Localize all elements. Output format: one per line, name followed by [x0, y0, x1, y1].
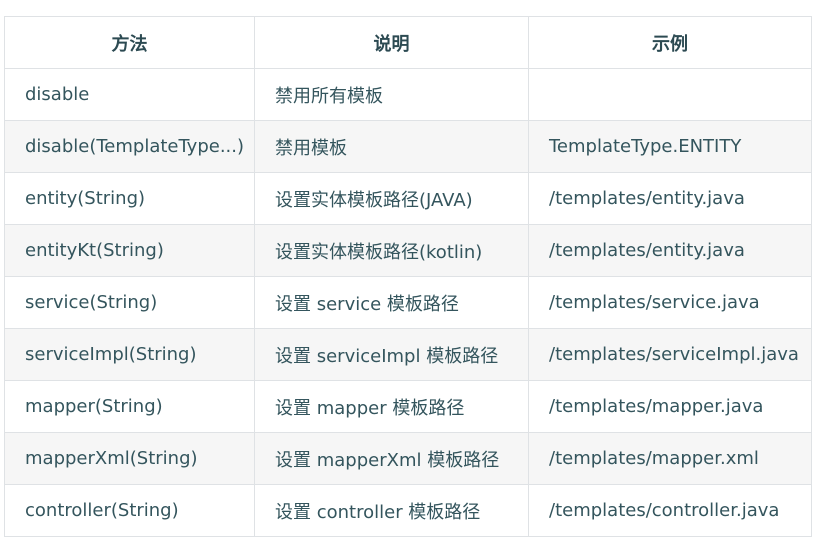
- cell-example: /templates/serviceImpl.java: [528, 328, 812, 381]
- table-header: 方法 说明 示例: [4, 16, 812, 69]
- cell-method: mapperXml(String): [4, 432, 255, 485]
- cell-example: /templates/controller.java: [528, 484, 812, 537]
- cell-method: disable(TemplateType...): [4, 120, 255, 173]
- cell-method: service(String): [4, 276, 255, 329]
- cell-description: 设置 service 模板路径: [254, 276, 529, 329]
- table-row: entityKt(String) 设置实体模板路径(kotlin) /templ…: [4, 224, 812, 277]
- table-row: controller(String) 设置 controller 模板路径 /t…: [4, 484, 812, 537]
- cell-description: 设置 controller 模板路径: [254, 484, 529, 537]
- table-row: disable(TemplateType...) 禁用模板 TemplateTy…: [4, 120, 812, 173]
- cell-method: disable: [4, 68, 255, 121]
- template-config-table: 方法 说明 示例 disable 禁用所有模板 disable(Template…: [4, 16, 812, 537]
- table-row: service(String) 设置 service 模板路径 /templat…: [4, 276, 812, 329]
- cell-example: /templates/mapper.xml: [528, 432, 812, 485]
- cell-method: entityKt(String): [4, 224, 255, 277]
- cell-example: /templates/entity.java: [528, 224, 812, 277]
- cell-example: /templates/mapper.java: [528, 380, 812, 433]
- cell-description: 设置 serviceImpl 模板路径: [254, 328, 529, 381]
- cell-method: mapper(String): [4, 380, 255, 433]
- cell-description: 设置 mapperXml 模板路径: [254, 432, 529, 485]
- header-description: 说明: [254, 16, 529, 69]
- cell-description: 禁用模板: [254, 120, 529, 173]
- cell-description: 设置实体模板路径(JAVA): [254, 172, 529, 225]
- cell-description: 禁用所有模板: [254, 68, 529, 121]
- cell-example: /templates/service.java: [528, 276, 812, 329]
- header-example: 示例: [528, 16, 812, 69]
- cell-method: serviceImpl(String): [4, 328, 255, 381]
- cell-method: controller(String): [4, 484, 255, 537]
- cell-description: 设置实体模板路径(kotlin): [254, 224, 529, 277]
- table-row: serviceImpl(String) 设置 serviceImpl 模板路径 …: [4, 328, 812, 381]
- table-header-row: 方法 说明 示例: [4, 16, 812, 69]
- table-row: entity(String) 设置实体模板路径(JAVA) /templates…: [4, 172, 812, 225]
- table-row: mapperXml(String) 设置 mapperXml 模板路径 /tem…: [4, 432, 812, 485]
- cell-example: /templates/entity.java: [528, 172, 812, 225]
- table-row: mapper(String) 设置 mapper 模板路径 /templates…: [4, 380, 812, 433]
- cell-example: TemplateType.ENTITY: [528, 120, 812, 173]
- header-method: 方法: [4, 16, 255, 69]
- template-config-table-container: 方法 说明 示例 disable 禁用所有模板 disable(Template…: [4, 16, 812, 537]
- cell-example: [528, 68, 812, 121]
- table-body: disable 禁用所有模板 disable(TemplateType...) …: [4, 68, 812, 537]
- cell-method: entity(String): [4, 172, 255, 225]
- cell-description: 设置 mapper 模板路径: [254, 380, 529, 433]
- table-row: disable 禁用所有模板: [4, 68, 812, 121]
